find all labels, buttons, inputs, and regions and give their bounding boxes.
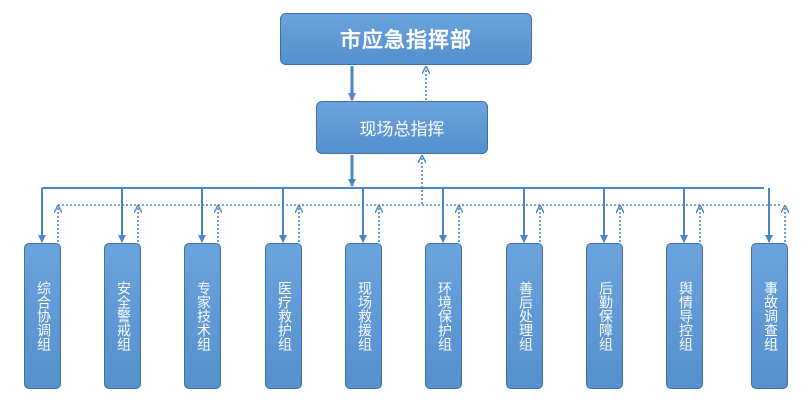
- group-label: 事故调查组: [762, 281, 778, 351]
- group-label: 专家技术组: [195, 281, 211, 351]
- group-box-2: 安全警戒组: [104, 243, 141, 389]
- group-box-10: 事故调查组: [751, 243, 788, 389]
- group-box-6: 环境保护组: [425, 243, 462, 389]
- group-box-1: 综合协调组: [24, 243, 61, 389]
- group-box-8: 后勤保障组: [586, 243, 623, 389]
- onsite-commander-label: 现场总指挥: [359, 120, 445, 140]
- group-label: 舆情导控组: [677, 281, 693, 351]
- group-label: 环境保护组: [436, 281, 452, 351]
- group-box-7: 善后处理组: [506, 243, 543, 389]
- group-label: 现场救援组: [356, 281, 372, 351]
- group-box-5: 现场救援组: [345, 243, 382, 389]
- group-box-9: 舆情导控组: [666, 243, 703, 389]
- onsite-commander-box: 现场总指挥: [316, 101, 488, 154]
- group-box-4: 医疗救护组: [265, 243, 302, 389]
- group-label: 安全警戒组: [115, 281, 131, 351]
- group-box-3: 专家技术组: [184, 243, 221, 389]
- group-label: 医疗救护组: [276, 281, 292, 351]
- group-label: 善后处理组: [517, 281, 533, 351]
- group-label: 后勤保障组: [597, 281, 613, 351]
- city-emergency-command-box: 市应急指挥部: [280, 13, 532, 65]
- group-label: 综合协调组: [35, 281, 51, 351]
- city-emergency-command-label: 市应急指挥部: [340, 28, 472, 52]
